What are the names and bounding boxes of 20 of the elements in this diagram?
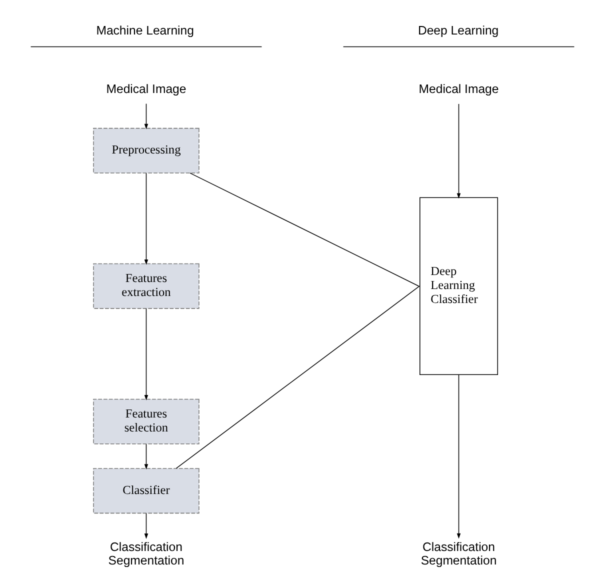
connector — [189, 172, 419, 286]
arrow — [144, 513, 148, 539]
node-box: Deep Learning Classifier — [419, 197, 498, 376]
node-box: Classifier — [92, 468, 199, 514]
node-text: Classification Segmentation — [108, 540, 184, 568]
arrow — [456, 104, 460, 199]
label: Machine Learning — [96, 23, 194, 38]
node-text: Classification Segmentation — [420, 540, 496, 568]
node-text: Medical Image — [418, 82, 498, 96]
arrow — [456, 374, 460, 539]
node-box: Preprocessing — [92, 128, 199, 174]
label: Deep Learning — [417, 23, 498, 38]
connector — [175, 286, 420, 469]
node-box: Features selection — [92, 398, 199, 444]
node-text: Medical Image — [106, 82, 186, 96]
node-box: Features extraction — [92, 263, 199, 309]
arrow — [144, 172, 148, 265]
arrow — [144, 103, 148, 130]
arrow — [144, 308, 148, 400]
arrow — [144, 444, 148, 470]
